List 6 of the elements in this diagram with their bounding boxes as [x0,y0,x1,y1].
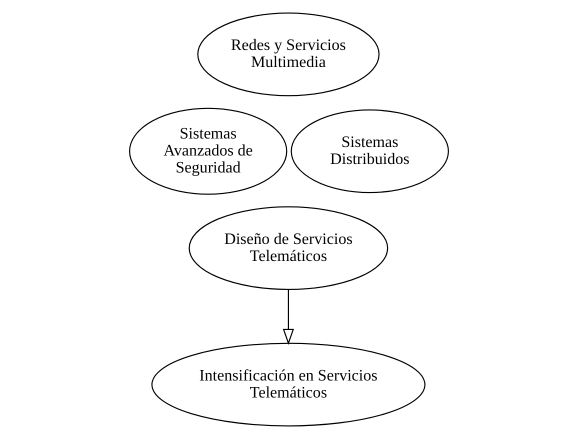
node-ellipse: Intensificación en Servicios Telemáticos [151,342,426,426]
node-ellipse: Redes y Servicios Multimedia [197,12,380,96]
arrow [282,290,294,345]
node-ellipse: Diseño de Servicios Telemáticos [188,206,388,290]
node-ellipse: Sistemas Avanzados de Seguridad [129,108,288,195]
node-ellipse: Sistemas Distribuidos [290,109,449,194]
